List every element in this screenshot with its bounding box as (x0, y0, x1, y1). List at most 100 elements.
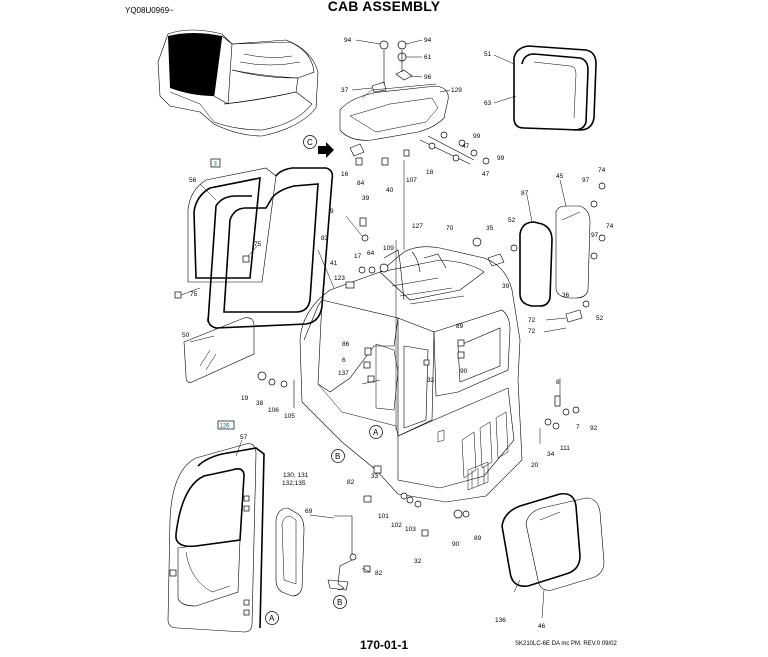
part-label: 56 (189, 177, 197, 184)
part-label: 32 (427, 377, 435, 384)
part-label: 72 (528, 328, 536, 335)
callout-circle-c (303, 135, 317, 149)
part-label: 75 (190, 291, 198, 298)
part-label: 137 (338, 370, 349, 377)
part-label: 20 (531, 462, 539, 469)
part-label: 40 (386, 187, 394, 194)
callout-circle-a2-label: A (269, 614, 275, 623)
upper-side-window-frame (174, 167, 334, 329)
part-label: 36 (562, 292, 570, 299)
part-label: 89 (474, 535, 482, 542)
part-label: 90 (452, 541, 460, 548)
part-label: 94 (424, 37, 432, 44)
part-label: 97 (591, 232, 599, 239)
windshield-glass-and-seal (513, 45, 597, 131)
part-label: 123 (334, 275, 345, 282)
part-label: 111 (560, 445, 570, 452)
part-label: 32 (414, 558, 422, 565)
view-arrow-icon (318, 142, 334, 158)
part-label: 51 (484, 51, 492, 58)
side-glass-pane (183, 317, 255, 383)
part-label: 99 (473, 133, 481, 140)
part-label: 46 (538, 623, 546, 630)
part-label: 102 (391, 522, 402, 529)
part-label: 92 (590, 425, 598, 432)
part-label: 41 (330, 260, 338, 267)
part-label: 87 (521, 190, 529, 197)
part-label: 7 (576, 424, 580, 431)
part-label: 82 (375, 570, 383, 577)
part-label: 18 (426, 169, 434, 176)
callout-circle-a1-label: A (373, 428, 379, 437)
part-label: 39 (502, 283, 510, 290)
part-label: 17 (354, 253, 362, 260)
callout-circle-c-label: C (307, 138, 313, 147)
callout-box-126 (217, 420, 235, 430)
callout-circle-b2-label: B (337, 598, 342, 607)
cab-body (299, 246, 523, 503)
part-label: 52 (508, 217, 516, 224)
part-label: 96 (424, 74, 432, 81)
part-label: 47 (462, 143, 470, 150)
part-number-labels: 94 94 61 96 37 129 51 63 99 47 99 47 16 … (182, 37, 614, 630)
part-label: 52 (596, 315, 604, 322)
part-label: 83 (321, 235, 329, 242)
callout-circle-a2 (265, 611, 279, 625)
part-label: 37 (341, 87, 349, 94)
part-label: 47 (482, 171, 490, 178)
part-label: 63 (484, 100, 492, 107)
part-label: 103 (405, 526, 416, 533)
callout-circle-b1-label: B (335, 452, 340, 461)
part-label: 130, 131 (283, 472, 309, 479)
part-label: 129 (451, 87, 462, 94)
part-label: 74 (606, 223, 614, 230)
part-label: 33 (371, 473, 379, 480)
part-label: 136 (495, 617, 506, 624)
part-label: 34 (547, 451, 555, 458)
part-label: 106 (268, 407, 279, 414)
part-label: 8 (556, 379, 560, 386)
part-label: 89 (456, 323, 464, 330)
right-side-window-frames (519, 205, 591, 307)
part-label: 101 (378, 513, 389, 520)
callout-circle-b2 (333, 595, 347, 609)
part-label: 70 (446, 225, 454, 232)
part-label: 35 (486, 225, 494, 232)
part-label: 105 (284, 413, 295, 420)
part-label: 6 (342, 357, 346, 364)
leader-lines (189, 39, 567, 619)
door-small-glass (275, 507, 305, 597)
part-label: 99 (497, 155, 505, 162)
part-label: 82 (347, 479, 355, 486)
part-label: 84 (357, 180, 365, 187)
part-label: 69 (305, 508, 313, 515)
part-label: 9 (330, 208, 334, 215)
part-label: 45 (556, 173, 564, 180)
part-label: 97 (582, 177, 590, 184)
part-label: 57 (240, 434, 248, 441)
page-title: CAB ASSEMBLY (327, 0, 441, 14)
part-label: 61 (424, 54, 432, 61)
part-label: 74 (598, 167, 606, 174)
callout-box-3-label: 3 (214, 162, 218, 168)
callout-circle-a1 (369, 425, 383, 439)
part-label: 75 (254, 241, 262, 248)
callout-box-3 (210, 158, 221, 168)
part-label: 132,135 (282, 480, 306, 487)
part-label: 86 (342, 341, 350, 348)
part-label: 64 (367, 250, 375, 257)
part-label: 50 (182, 332, 190, 339)
cab-door (167, 443, 265, 633)
part-label: 109 (383, 245, 394, 252)
callout-box-126-label: 126 (220, 424, 231, 430)
door-rod (327, 515, 357, 591)
roof-parts (339, 40, 490, 166)
rear-glass-and-seal (501, 492, 605, 591)
document-reference: SK210LC-6E DA mc PM. REV.0 09/02 (515, 641, 617, 647)
page-number: 170-01-1 (359, 638, 409, 652)
callout-circle-b1 (331, 449, 345, 463)
part-label: 19 (241, 395, 249, 402)
part-label: 38 (256, 400, 264, 407)
part-label: 72 (528, 317, 536, 324)
